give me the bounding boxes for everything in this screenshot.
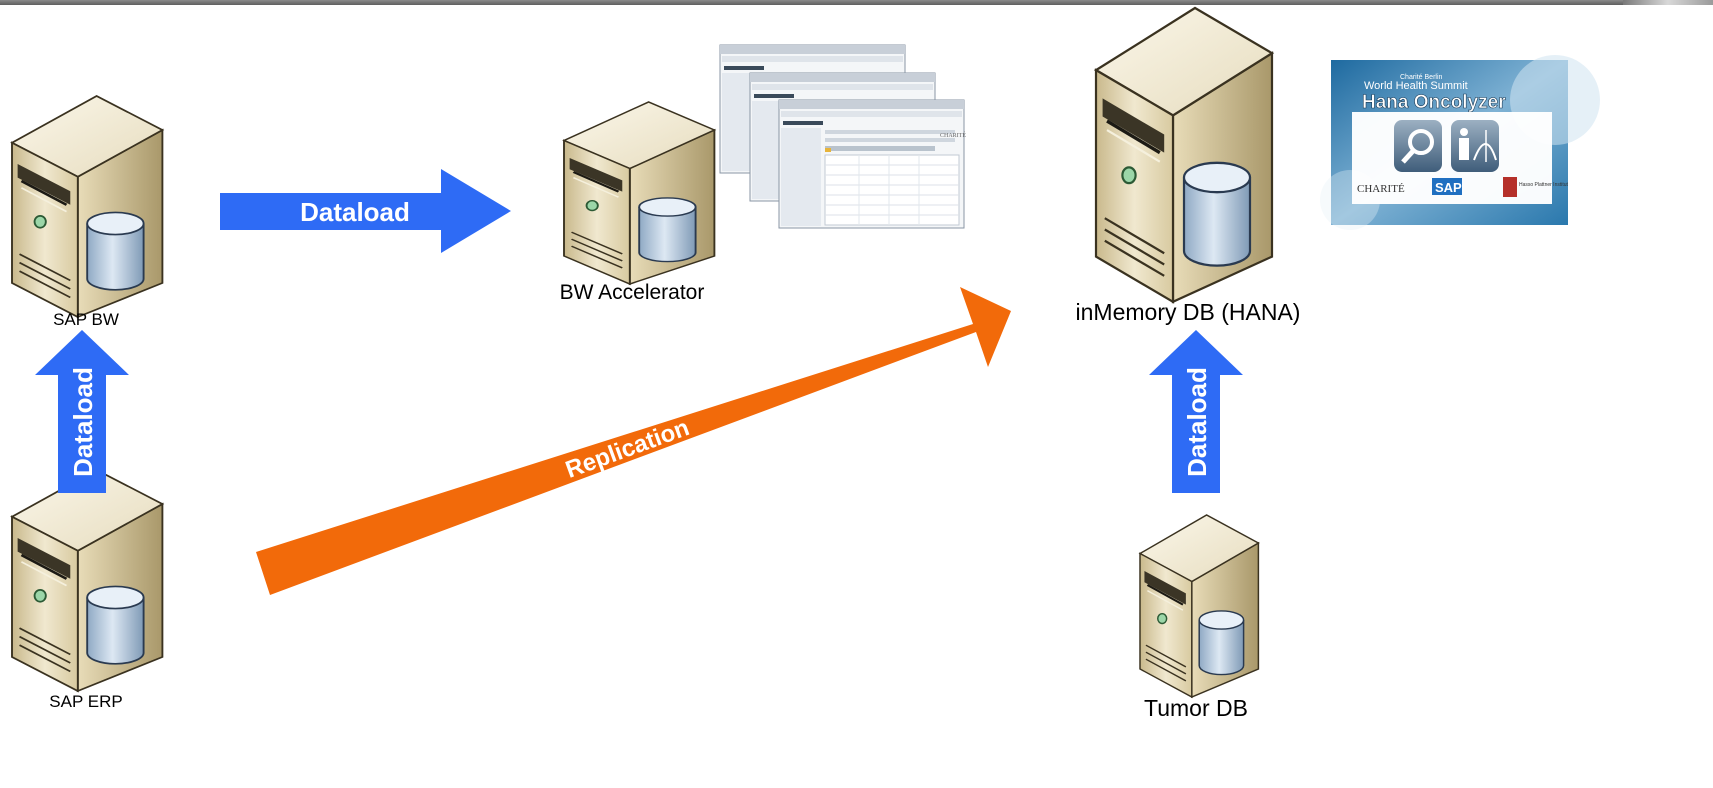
charite-logo: CHARITÉ xyxy=(1357,183,1405,195)
dataload-label-erp-bw: Dataload xyxy=(68,367,98,477)
magnifier-icon xyxy=(1394,120,1442,172)
sap-bw-server-icon xyxy=(10,94,164,319)
hana-label: inMemory DB (HANA) xyxy=(1076,299,1301,325)
sap-erp-server-icon xyxy=(10,468,164,693)
dataload-arrow-bw-to-accelerator: Dataload xyxy=(220,169,511,253)
dataload-arrow-tumor-to-hana: Dataload xyxy=(1149,330,1243,493)
sap-logo: SAP xyxy=(1435,180,1462,195)
replication-arrow: Replication xyxy=(256,287,1011,595)
dataload-arrow-erp-to-bw: Dataload xyxy=(35,330,129,493)
bw-accelerator-label: BW Accelerator xyxy=(560,281,705,304)
hpi-logo: Hasso Plattner Institut xyxy=(1519,182,1569,188)
oncolyzer-event: World Health Summit xyxy=(1364,80,1468,92)
top-header-bar xyxy=(0,0,1713,5)
dataload-label-bw-accelerator: Dataload xyxy=(300,197,410,227)
hana-server-icon xyxy=(1094,6,1274,304)
sap-erp-label: SAP ERP xyxy=(49,692,122,711)
report-screenshots-stack: CHARITÉ xyxy=(719,44,966,229)
bw-accelerator-server-icon xyxy=(562,100,716,286)
tumor-db-server-icon xyxy=(1138,513,1260,699)
tumor-db-label: Tumor DB xyxy=(1144,695,1248,721)
header-decoration xyxy=(1623,0,1713,5)
oncolyzer-subtitle: Charité Berlin xyxy=(1400,74,1443,81)
hpi-logo-box xyxy=(1503,177,1517,197)
sap-logo-box xyxy=(1432,178,1462,195)
oncolyzer-title: Hana Oncolyzer xyxy=(1362,92,1506,113)
hana-oncolyzer-card: Charité Berlin World Health Summit Hana … xyxy=(1320,55,1600,230)
screenshot-charite-brand: CHARITÉ xyxy=(940,131,966,139)
dataload-label-tumor-hana: Dataload xyxy=(1182,367,1212,477)
sap-bw-label: SAP BW xyxy=(53,310,119,329)
people-chart-icon xyxy=(1451,120,1499,172)
